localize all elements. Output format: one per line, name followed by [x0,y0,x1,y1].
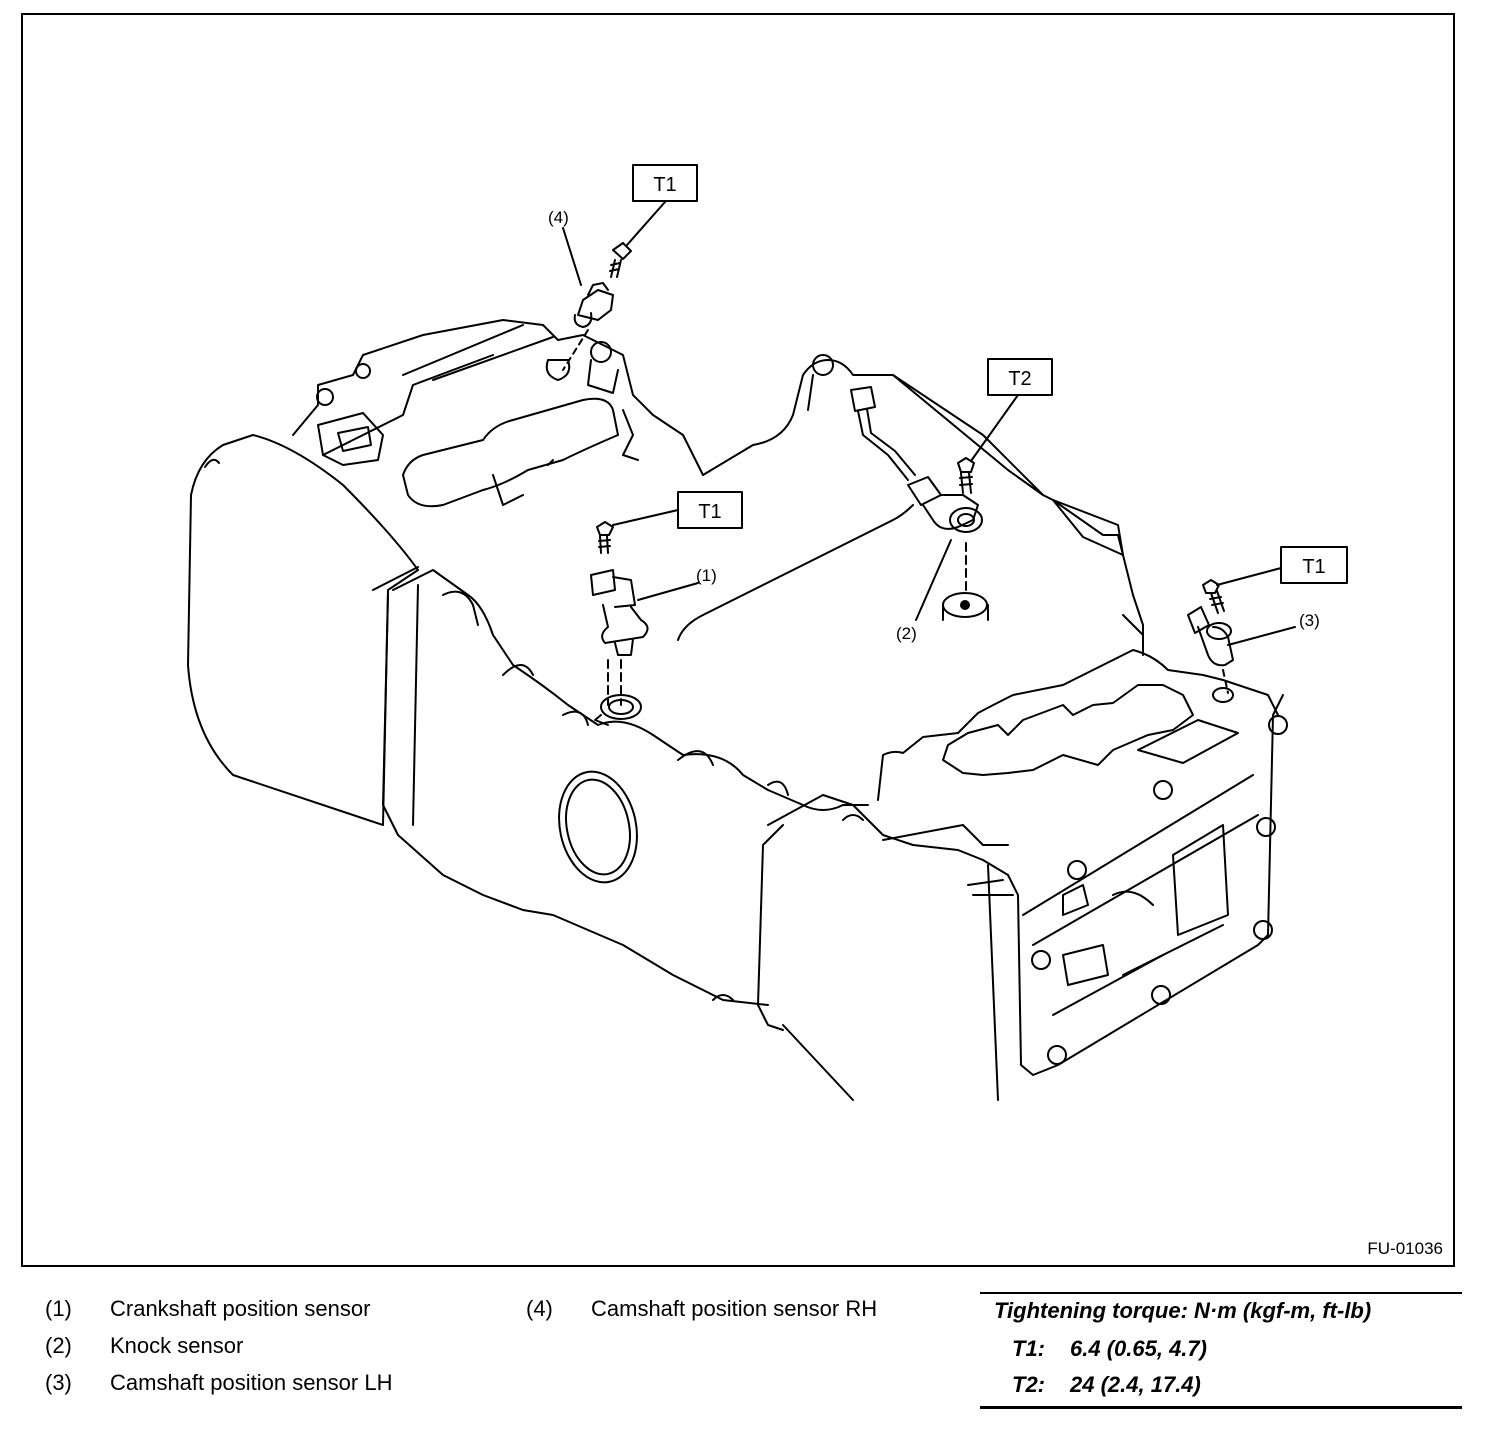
legend-col2: (4) Camshaft position sensor RH [526,1296,946,1336]
legend-label: Knock sensor [110,1333,244,1358]
torque-tag-right-label: T1 [1302,556,1325,578]
knock-sensor [850,386,989,621]
crankshaft-sensor [590,569,699,726]
legend-label: Camshaft position sensor RH [591,1296,878,1321]
bolt-mid [596,509,679,554]
front-cover [382,569,869,1101]
left-cylinder-head [292,319,704,508]
left-timing-cover [187,434,419,826]
torque-tag-right: T1 [1280,546,1348,584]
torque-row: T1: 6.4 (0.65, 4.7) [1012,1336,1207,1362]
torque-tag-top: T1 [632,164,698,202]
figure-id: FU-01036 [1367,1239,1443,1258]
legend-num: (4) [526,1296,553,1321]
torque-spec-table: Tightening torque: N·m (kgf-m, ft-lb) T1… [980,1292,1462,1409]
crankcase [677,354,1144,656]
callout-2: (2) [896,624,917,643]
right-cylinder-head [877,649,1279,801]
figure-frame: T1 T1 T2 T1 (4) (1) (2) (3) FU-01036 [21,13,1455,1267]
torque-tag-mid: T1 [677,491,743,529]
legend-label: Crankshaft position sensor [110,1296,371,1321]
torque-tag-mid-label: T1 [698,501,721,523]
bolt-top [609,201,666,278]
legend-num: (1) [45,1296,72,1321]
legend-num: (2) [45,1333,72,1358]
right-rear-plate [757,694,1288,1101]
engine-sensor-diagram: T1 T1 T2 T1 (4) (1) (2) (3) [187,164,1348,1101]
torque-tag-knock: T2 [987,358,1053,396]
legend: (1) Crankshaft position sensor (2) Knock… [45,1296,465,1406]
torque-title: Tightening torque: N·m (kgf-m, ft-lb) [994,1298,1372,1323]
torque-tag-top-label: T1 [653,174,676,196]
torque-value: 6.4 (0.65, 4.7) [1070,1336,1207,1361]
torque-value: 24 (2.4, 17.4) [1070,1372,1201,1397]
callout-4: (4) [548,208,569,227]
legend-label: Camshaft position sensor LH [110,1370,393,1395]
bolt-knock [957,394,1019,494]
torque-key: T1: [1012,1336,1045,1361]
callout-1: (1) [696,566,717,585]
camshaft-sensor-lh [1187,606,1296,694]
camshaft-sensor-rh [545,282,619,394]
torque-tag-knock-label: T2 [1008,368,1031,390]
torque-key: T2: [1012,1372,1045,1397]
torque-row: T2: 24 (2.4, 17.4) [1012,1372,1201,1398]
legend-num: (3) [45,1370,72,1395]
callout-3: (3) [1299,611,1320,630]
bolt-right [1202,567,1282,614]
